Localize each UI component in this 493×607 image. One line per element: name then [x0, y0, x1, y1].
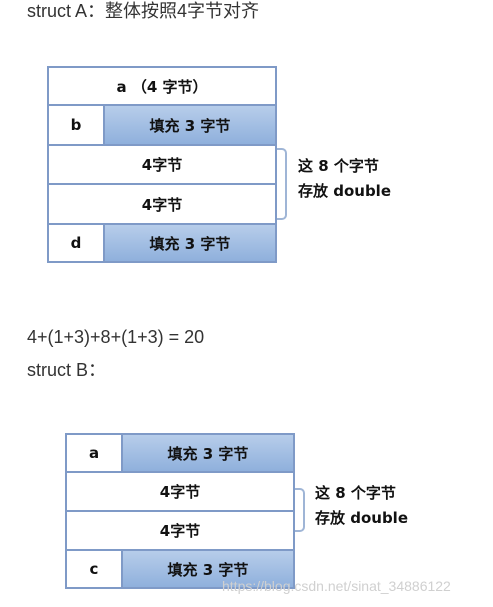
padding-a-cell: 填充 3 字节	[121, 433, 295, 473]
padding-b-cell: 填充 3 字节	[103, 104, 277, 146]
double-bracket-b	[295, 488, 305, 532]
field-b-name-cell: b	[47, 104, 105, 146]
double-note-a: 这 8 个字节 存放 double	[298, 154, 391, 204]
note-a-line2: 存放 double	[298, 182, 391, 200]
double-upper-cell: 4字节	[47, 144, 277, 185]
watermark-url: https://blog.csdn.net/sinat_34886122	[222, 578, 451, 594]
double-lower-cell: 4字节	[47, 183, 277, 225]
double-note-b: 这 8 个字节 存放 double	[315, 481, 408, 531]
size-formula: 4+(1+3)+8+(1+3) = 20	[27, 327, 205, 347]
field-a-name-cell: a	[65, 433, 123, 473]
double-upper-cell-b: 4字节	[65, 471, 295, 512]
field-d-name-cell: d	[47, 223, 105, 263]
padding-d-cell: 填充 3 字节	[103, 223, 277, 263]
double-bracket-a	[277, 148, 287, 220]
double-lower-cell-b: 4字节	[65, 510, 295, 551]
field-c-name-cell: c	[65, 549, 123, 589]
note-b-line1: 这 8 个字节	[315, 484, 396, 502]
note-a-line1: 这 8 个字节	[298, 157, 379, 175]
heading-struct-a: struct A：整体按照4字节对齐	[27, 1, 260, 21]
note-b-line2: 存放 double	[315, 509, 408, 527]
field-a-cell: a （4 字节）	[47, 66, 277, 106]
padding-c-cell: 填充 3 字节	[121, 549, 295, 589]
heading-struct-b: struct B：	[27, 360, 107, 380]
